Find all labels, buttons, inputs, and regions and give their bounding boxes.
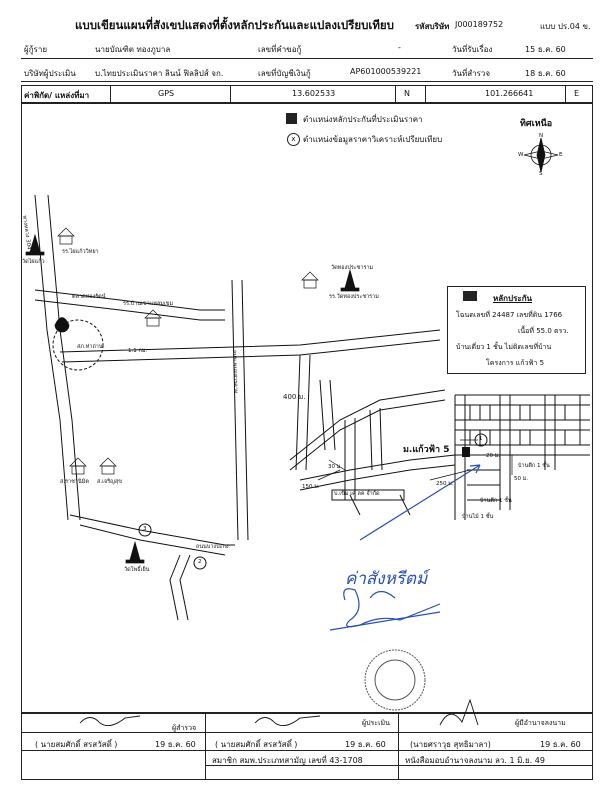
- label-neighbor: บ.เข็ม เค ลค จำกัด: [334, 491, 380, 497]
- form-code: แบบ ปร.04 ข.: [540, 22, 591, 31]
- survey-date: 18 ธ.ค. 60: [525, 69, 566, 78]
- label-road3: ถนน พนมสารคาม: [231, 350, 239, 394]
- appraiser-date: 19 ธ.ค. 60: [345, 740, 386, 749]
- label-school2: รร.บ้านเขาแหลมเขม: [123, 301, 174, 307]
- compass-s: S: [539, 171, 543, 177]
- property-title: หลักประกัน: [493, 294, 533, 303]
- label-dist-20: 20 ม.: [486, 453, 501, 459]
- request-no-label: เลขที่คำขอกู้: [258, 45, 302, 54]
- label-dist-30: 30 ม.: [328, 464, 343, 470]
- signature-footer: [21, 713, 593, 780]
- property-project: โครงการ แก้วฟ้า 5: [486, 359, 545, 367]
- latitude-value: 13.602533: [292, 89, 336, 98]
- authorized-name: (นายศราวุธ สุทธิมาลา): [410, 740, 491, 749]
- marker-1: 1: [479, 436, 483, 442]
- surveyor-role: ผู้สำรวจ: [172, 724, 197, 732]
- location-label: ค่าพิกัด/ แหล่งที่มา: [24, 91, 90, 100]
- marker-3: 3: [143, 526, 147, 532]
- owner-name: นายบัณฑิต ทองภูบาล: [95, 45, 171, 54]
- property-house: บ้านเดี่ยว 1 ชั้น ไม่ติดเลขที่บ้าน: [456, 343, 552, 351]
- label-house2: บ้านตึก 1 ชั้น: [480, 498, 512, 504]
- company-code-label: รหัสบริษัท: [415, 22, 450, 31]
- label-house1: บ้านตึก 1 ชั้น: [518, 463, 550, 469]
- request-no: -: [398, 43, 401, 52]
- comparison-symbol: x: [287, 133, 300, 146]
- longitude-direction: E: [574, 89, 580, 98]
- received-date-label: วันที่รับเรื่อง: [452, 45, 493, 54]
- account-no-label: เลขที่บัญชีเงินกู้: [258, 69, 311, 78]
- property-swatch: [463, 291, 477, 301]
- label-temple2: วัดทองประชาราม: [331, 265, 374, 271]
- marker-2: 2: [198, 559, 202, 565]
- longitude-value: 101.266641: [485, 89, 534, 98]
- surveyor-name: ( นายสมศักดิ์ สรสวัสดิ์ ): [35, 740, 118, 749]
- compass-e: E: [559, 152, 563, 158]
- label-police: สภ.ท่าถ่าน: [77, 344, 103, 350]
- label-dist-250: 250 ม.: [436, 481, 454, 487]
- label-school3: รร.วัดทองประชาราม: [329, 294, 379, 300]
- label-school4: ส.ราชานิมิต: [60, 479, 89, 485]
- north-label: ทิศเหนือ: [520, 119, 553, 129]
- label-school1: รร.ไผ่แก้ววิทยา: [62, 249, 99, 255]
- label-road2: ถนนบางปะกง: [196, 544, 229, 550]
- authorized-date: 19 ธ.ค. 60: [540, 740, 581, 749]
- appraiser-company-label: บริษัทผู้ประเมิน: [24, 69, 76, 78]
- label-temple1: วัดไผ่แก้ว: [22, 259, 45, 265]
- label-house3: บ้านไม้ 1 ชั้น: [462, 514, 494, 520]
- label-dist-50: 50 ม.: [514, 476, 529, 482]
- label-village: ม.แก้วฟ้า 5: [403, 445, 450, 455]
- label-school5: ส.เจริญสุข: [97, 479, 122, 485]
- label-dist-150: 150 ม.: [302, 484, 320, 490]
- label-dist-400: 400 ม.: [283, 393, 306, 401]
- authorized-role: ผู้มีอำนาจลงนาม: [515, 719, 566, 727]
- appraiser-role: ผู้ประเมิน: [362, 719, 390, 727]
- compass-w: W: [518, 152, 524, 158]
- legend-collateral: ตำแหน่งหลักประกันที่ประเมินราคา: [303, 115, 423, 124]
- handwriting-note: ค่าสังหรีตม์: [345, 569, 428, 589]
- authorization-letter: หนังสือมอบอำนาจลงนาม ลว. 1 มิ.ย. 49: [405, 756, 545, 765]
- latitude-direction: N: [404, 89, 410, 98]
- appraiser-name: ( นายสมศักดิ์ สรสวัสดิ์ ): [215, 740, 298, 749]
- page-title: แบบเขียนแผนที่สังเขปแสดงที่ตั้งหลักประกั…: [75, 18, 394, 32]
- account-no: AP601000539221: [350, 67, 422, 76]
- label-km: 1.1 กม.: [128, 348, 148, 354]
- compass-n: N: [539, 133, 544, 139]
- legend-comparison: ตำแหน่งข้อมูลราคาวิเคราะห์เปรียบเทียบ: [303, 135, 443, 144]
- label-market: ตลาดทองรัตน์: [72, 294, 106, 300]
- owner-label: ผู้กู้ราย: [24, 45, 48, 54]
- surveyor-date: 19 ธ.ค. 60: [155, 740, 196, 749]
- property-deed: โฉนดเลขที่ 24487 เลขที่ดิน 1766: [456, 311, 563, 319]
- map-area: [21, 103, 593, 713]
- coordinate-row: [21, 85, 593, 103]
- survey-date-label: วันที่สำรวจ: [452, 69, 491, 78]
- company-code: J000189752: [455, 20, 504, 29]
- received-date: 15 ธ.ค. 60: [525, 45, 566, 54]
- appraiser-member: สมาชิก สมพ.ประเภทสามัญ เลขที่ 43-1708: [212, 756, 363, 765]
- label-temple3: วัดโพธิ์เย็น: [124, 567, 150, 573]
- collateral-swatch: [286, 113, 297, 124]
- coord-source: GPS: [158, 89, 175, 98]
- property-area: เนื้อที่ 55.0 ตรว.: [518, 327, 569, 335]
- appraiser-company: บ.ไทยประเมินราคา ลินน์ ฟิลลิปส์ จก.: [95, 69, 224, 78]
